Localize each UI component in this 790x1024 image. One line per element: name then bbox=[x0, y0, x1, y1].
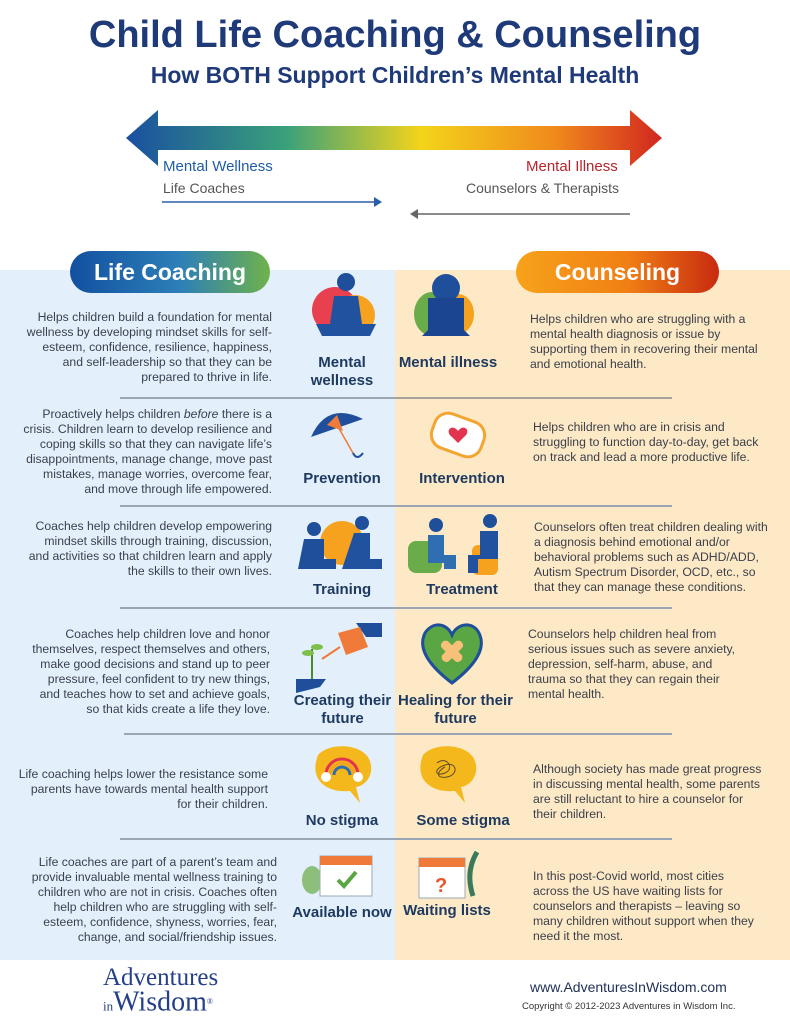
counseling-heading: Counseling bbox=[516, 251, 719, 293]
svg-text:?: ? bbox=[435, 875, 447, 897]
meditating-child-icon bbox=[312, 273, 376, 336]
right-arrow-icon bbox=[162, 197, 382, 207]
copyright: Copyright © 2012-2023 Adventures in Wisd… bbox=[522, 1001, 736, 1012]
training-label: Training bbox=[312, 581, 372, 598]
page-title: Child Life Coaching & Counseling bbox=[88, 14, 702, 56]
therapy-session-icon bbox=[408, 514, 498, 575]
divider bbox=[120, 505, 672, 507]
website-link[interactable]: www.AdventuresInWisdom.com bbox=[530, 979, 727, 995]
life-coaches-label: Life Coaches bbox=[163, 180, 245, 196]
coach-and-child-icon bbox=[298, 516, 382, 569]
divider bbox=[124, 733, 672, 735]
counseling-panel bbox=[395, 270, 790, 960]
intervention-label: Intervention bbox=[419, 470, 505, 487]
life-coaching-text: Coaches help children develop empowering… bbox=[28, 519, 272, 578]
divider bbox=[120, 607, 672, 609]
bandaged-heart-icon bbox=[421, 623, 483, 685]
life-coaching-text: Proactively helps children before there … bbox=[23, 407, 272, 496]
waiting-lists-label: Waiting lists bbox=[403, 902, 491, 919]
calendar-check-icon bbox=[302, 855, 373, 897]
brain-tangle-icon bbox=[420, 746, 477, 803]
life-coaching-panel bbox=[0, 270, 395, 960]
life-coaching-heading: Life Coaching bbox=[70, 251, 270, 293]
counseling-text: In this post-Covid world, most cities ac… bbox=[533, 869, 754, 943]
brain-rainbow-icon bbox=[315, 746, 372, 803]
counselors-label: Counselors & Therapists bbox=[466, 180, 620, 196]
calendar-question-icon: ? bbox=[418, 850, 480, 899]
healing-future-label: Healing for their future bbox=[398, 692, 514, 727]
umbrella-icon bbox=[311, 413, 364, 458]
mental-wellness-label: Mental wellness bbox=[310, 354, 374, 389]
sad-child-icon bbox=[414, 274, 474, 336]
treatment-label: Treatment bbox=[426, 581, 498, 598]
divider bbox=[395, 397, 672, 399]
mental-illness-label: Mental Illness bbox=[526, 158, 618, 175]
prevention-label: Prevention bbox=[303, 470, 381, 487]
divider bbox=[120, 397, 395, 399]
divider bbox=[120, 838, 672, 840]
some-stigma-label: Some stigma bbox=[416, 812, 510, 829]
hands-heart-icon bbox=[429, 411, 487, 459]
left-arrow-icon bbox=[410, 209, 630, 219]
available-now-label: Available now bbox=[292, 904, 392, 921]
counseling-text: Counselors often treat children dealing … bbox=[534, 520, 768, 594]
creating-future-label: Creating their future bbox=[293, 692, 392, 727]
life-coaching-text: Life coaching helps lower the resistance… bbox=[18, 767, 268, 811]
page-subtitle: How BOTH Support Children’s Mental Healt… bbox=[150, 62, 640, 88]
spectrum-arrow bbox=[126, 110, 662, 166]
mental-illness-label: Mental illness bbox=[398, 354, 498, 371]
counseling-text: Helps children who are struggling with a… bbox=[530, 312, 758, 371]
counseling-text: Counselors help children heal from serio… bbox=[528, 627, 736, 701]
life-coaching-text: Coaches help children love and honor the… bbox=[32, 627, 270, 716]
no-stigma-label: No stigma bbox=[305, 812, 379, 829]
mental-wellness-label: Mental Wellness bbox=[163, 158, 273, 175]
life-coaching-text: Helps children build a foundation for me… bbox=[26, 310, 272, 384]
counseling-text: Helps children who are in crisis and str… bbox=[533, 420, 759, 464]
life-coaching-text: Life coaches are part of a parent’s team… bbox=[31, 855, 277, 944]
watering-plant-icon bbox=[296, 623, 382, 693]
counseling-text: Although society has made great progress… bbox=[533, 762, 762, 821]
